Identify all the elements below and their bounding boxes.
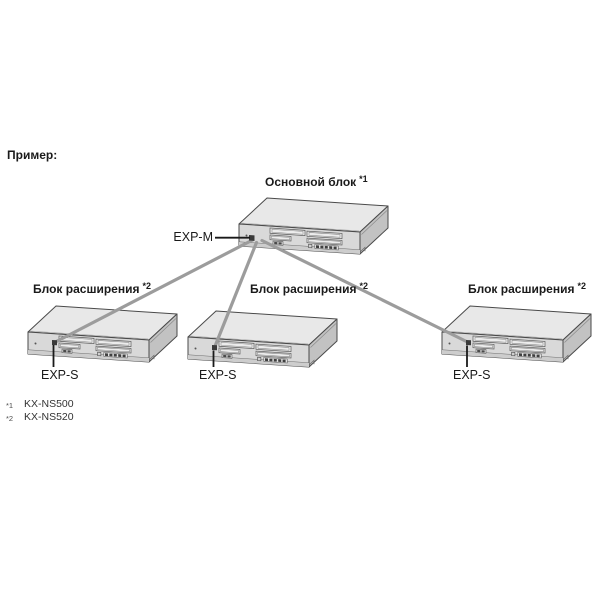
exp-s-port-left [52,340,57,346]
expansion-unit-device-center [187,310,338,368]
expansion-unit-label-text: Блок расширения [250,282,357,296]
main-unit-footnote-marker: *1 [359,174,368,184]
expansion-unit-label-left: Блок расширения*2 [33,281,151,297]
expansion-unit-label-right: Блок расширения*2 [468,281,586,297]
expansion-unit-footnote-marker: *2 [142,281,151,291]
exp-s-label-center: EXP-S [199,368,237,382]
expansion-unit-device-right [441,305,592,363]
footnote-marker: *2 [6,414,14,423]
expansion-unit-device-left [27,305,178,363]
exp-m-label: EXP-M [173,230,213,244]
expansion-cable-center [212,240,259,350]
expansion-unit-label-center: Блок расширения*2 [250,281,368,297]
main-unit-label-text: Основной блок [265,175,357,189]
footnote-1: *1 KX-NS500 [6,398,74,411]
footnotes: *1 KX-NS500 *2 KX-NS520 [6,398,74,424]
main-unit-label: Основной блок*1 [265,174,368,190]
main-unit-device [238,197,389,255]
footnote-marker: *1 [6,401,14,410]
expansion-cable-right [260,238,471,345]
example-caption: Пример: [7,148,58,162]
exp-s-port-center [212,345,217,351]
exp-s-label-left: EXP-S [41,368,79,382]
footnote-text: KX-NS520 [24,411,74,423]
expansion-unit-footnote-marker: *2 [577,281,586,291]
expansion-unit-label-text: Блок расширения [468,282,575,296]
expansion-unit-label-text: Блок расширения [33,282,140,296]
footnote-text: KX-NS500 [24,398,74,410]
exp-m-port [249,235,255,241]
exp-s-label-right: EXP-S [453,368,491,382]
footnote-2: *2 KX-NS520 [6,411,74,424]
exp-s-port-right [466,340,471,346]
expansion-cable-left [52,238,255,345]
expansion-unit-footnote-marker: *2 [359,281,368,291]
